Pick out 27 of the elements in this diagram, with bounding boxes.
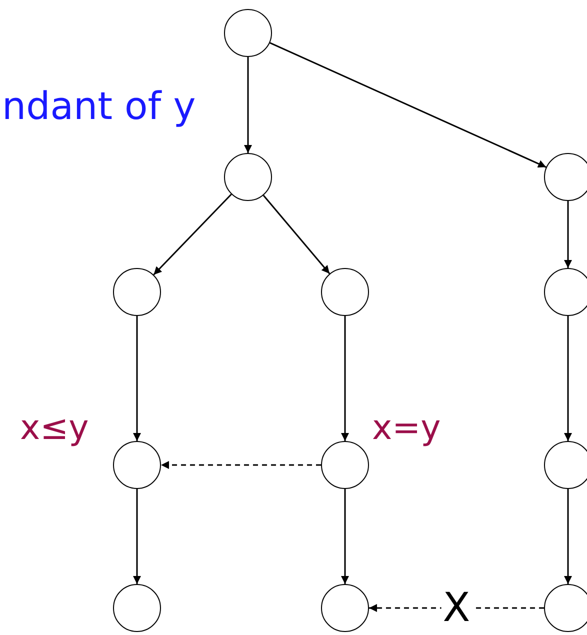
tree-node-circle	[321, 441, 369, 489]
tree-node-circle	[113, 441, 161, 489]
tree-node-circle	[321, 268, 369, 316]
tree-node-circle	[224, 153, 272, 201]
arrow	[564, 489, 572, 584]
tree-node-circle	[544, 441, 587, 489]
tree-node-circle	[321, 584, 369, 632]
arrow	[161, 461, 321, 469]
tree-node-circle	[113, 584, 161, 632]
arrow	[153, 194, 232, 276]
tree-node-circle	[224, 9, 272, 57]
arrow	[341, 489, 349, 584]
tree-node-circle	[544, 268, 587, 316]
node-annotation: x=y	[372, 408, 441, 448]
arrow	[244, 57, 252, 153]
note-text: ndant of y	[2, 84, 196, 128]
arrow	[262, 194, 330, 274]
node-annotation: x≤y	[20, 408, 89, 448]
arrow	[564, 201, 572, 268]
tree-node-circle	[113, 268, 161, 316]
arrow	[133, 489, 141, 584]
arrow	[564, 316, 572, 441]
tree-node-circle	[544, 584, 587, 632]
tree-node-circle	[544, 153, 587, 201]
arrow	[270, 42, 546, 168]
arrow	[341, 316, 349, 441]
arrow	[133, 316, 141, 441]
